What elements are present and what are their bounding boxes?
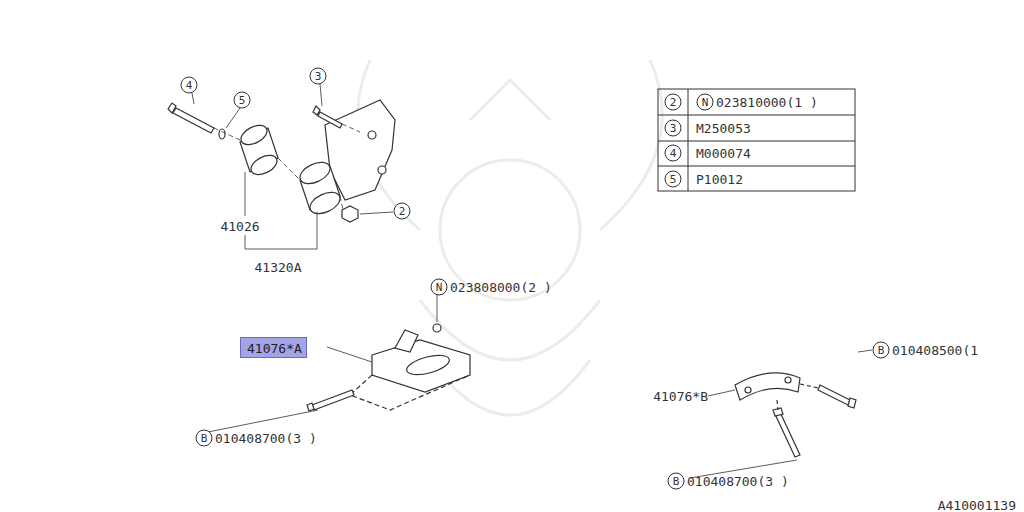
mount-assembly [168, 100, 395, 222]
bracket-a [208, 324, 470, 432]
callout-circle [668, 473, 684, 489]
callout-number: 2 [670, 97, 677, 108]
callout-circle [196, 430, 212, 446]
callout-circle [873, 342, 889, 358]
part-label: 023808000(2 ) [450, 281, 552, 294]
callout-number: 2 [399, 206, 406, 217]
bracket-b [690, 373, 856, 478]
highlighted-part: 41076*A [240, 337, 307, 358]
callout-circle [697, 94, 713, 110]
part-label: 41026 [220, 220, 259, 233]
part-label: A410001139 [938, 499, 1016, 512]
callout-circle [665, 171, 681, 187]
callout-number: B [201, 433, 208, 444]
callout-circle [665, 94, 681, 110]
callout-number: 4 [186, 80, 193, 91]
callout-number: 5 [239, 95, 246, 106]
callout-circle [394, 203, 410, 219]
part-label: 010408500(1 [892, 344, 978, 357]
callout-circle [665, 145, 681, 161]
callout-number: 3 [670, 123, 677, 134]
callout-circle [234, 92, 250, 108]
callout-circles [181, 68, 889, 489]
part-label: 010408700(3 ) [215, 432, 317, 445]
part-label: M250053 [696, 122, 751, 135]
part-label: P10012 [696, 173, 743, 186]
callout-number: N [436, 282, 443, 293]
part-label: 010408700(3 ) [687, 475, 789, 488]
callout-circle [310, 68, 326, 84]
callout-circle [181, 77, 197, 93]
watermark [358, 60, 663, 415]
part-label: 41076*B [653, 390, 708, 403]
callout-number: B [673, 476, 680, 487]
callout-circle [665, 120, 681, 136]
part-label: M000074 [696, 147, 751, 160]
callout-number: 4 [670, 148, 677, 159]
part-number: 41076*A [247, 342, 300, 355]
callout-number: N [702, 97, 709, 108]
callout-circle [431, 279, 447, 295]
leader-lines [192, 84, 872, 396]
callout-number: 5 [670, 174, 677, 185]
callout-number: B [878, 345, 885, 356]
part-label: 41320A [255, 261, 302, 274]
part-label: 023810000(1 ) [716, 96, 818, 109]
part-table [658, 89, 855, 191]
callout-number: 3 [315, 71, 322, 82]
